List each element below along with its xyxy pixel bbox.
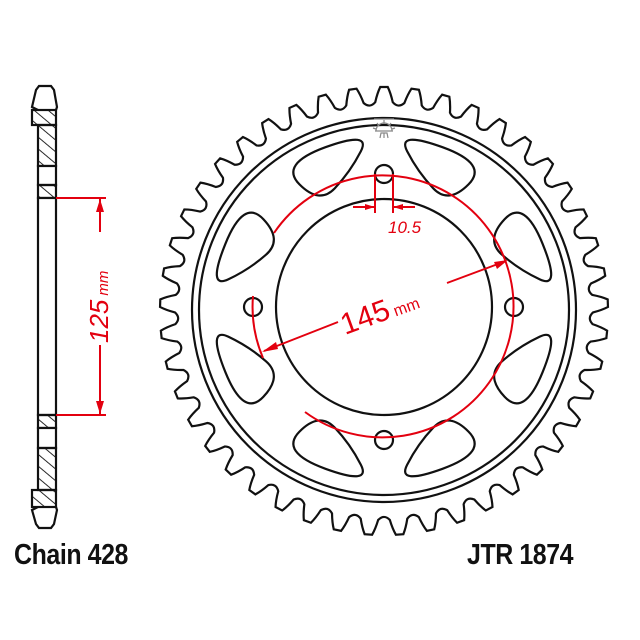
inner-ring bbox=[197, 123, 571, 497]
bolt-hole-top bbox=[373, 163, 395, 185]
window-cutout bbox=[215, 333, 275, 405]
window-cutout bbox=[404, 419, 476, 478]
bolt-hole-bottom bbox=[373, 429, 395, 451]
sprocket-front-view bbox=[158, 85, 610, 536]
window-cutout bbox=[215, 211, 275, 283]
sprocket-teeth bbox=[158, 85, 610, 536]
outer-ring bbox=[190, 116, 578, 504]
bolt-hole-dimension bbox=[353, 174, 415, 213]
window-cutout bbox=[493, 333, 553, 405]
offset-dimension bbox=[56, 197, 106, 416]
offset-dimension-value: 125mm bbox=[84, 271, 114, 343]
side-profile-view bbox=[30, 84, 59, 530]
lightening-windows bbox=[215, 138, 553, 478]
window-cutout bbox=[404, 138, 476, 197]
pcd-dimension-value: 145mm bbox=[336, 283, 423, 342]
window-cutout bbox=[292, 419, 364, 478]
jt-logo-icon bbox=[372, 118, 396, 139]
window-cutout bbox=[493, 211, 553, 283]
pcd-dimension bbox=[251, 174, 515, 439]
hub-bore bbox=[274, 197, 494, 417]
chain-size-label: Chain 428 bbox=[14, 539, 128, 571]
window-cutout bbox=[292, 138, 364, 197]
bolt-hole-dimension-value: 10.5 bbox=[388, 218, 422, 237]
part-number-label: JTR 1874 bbox=[467, 539, 574, 571]
